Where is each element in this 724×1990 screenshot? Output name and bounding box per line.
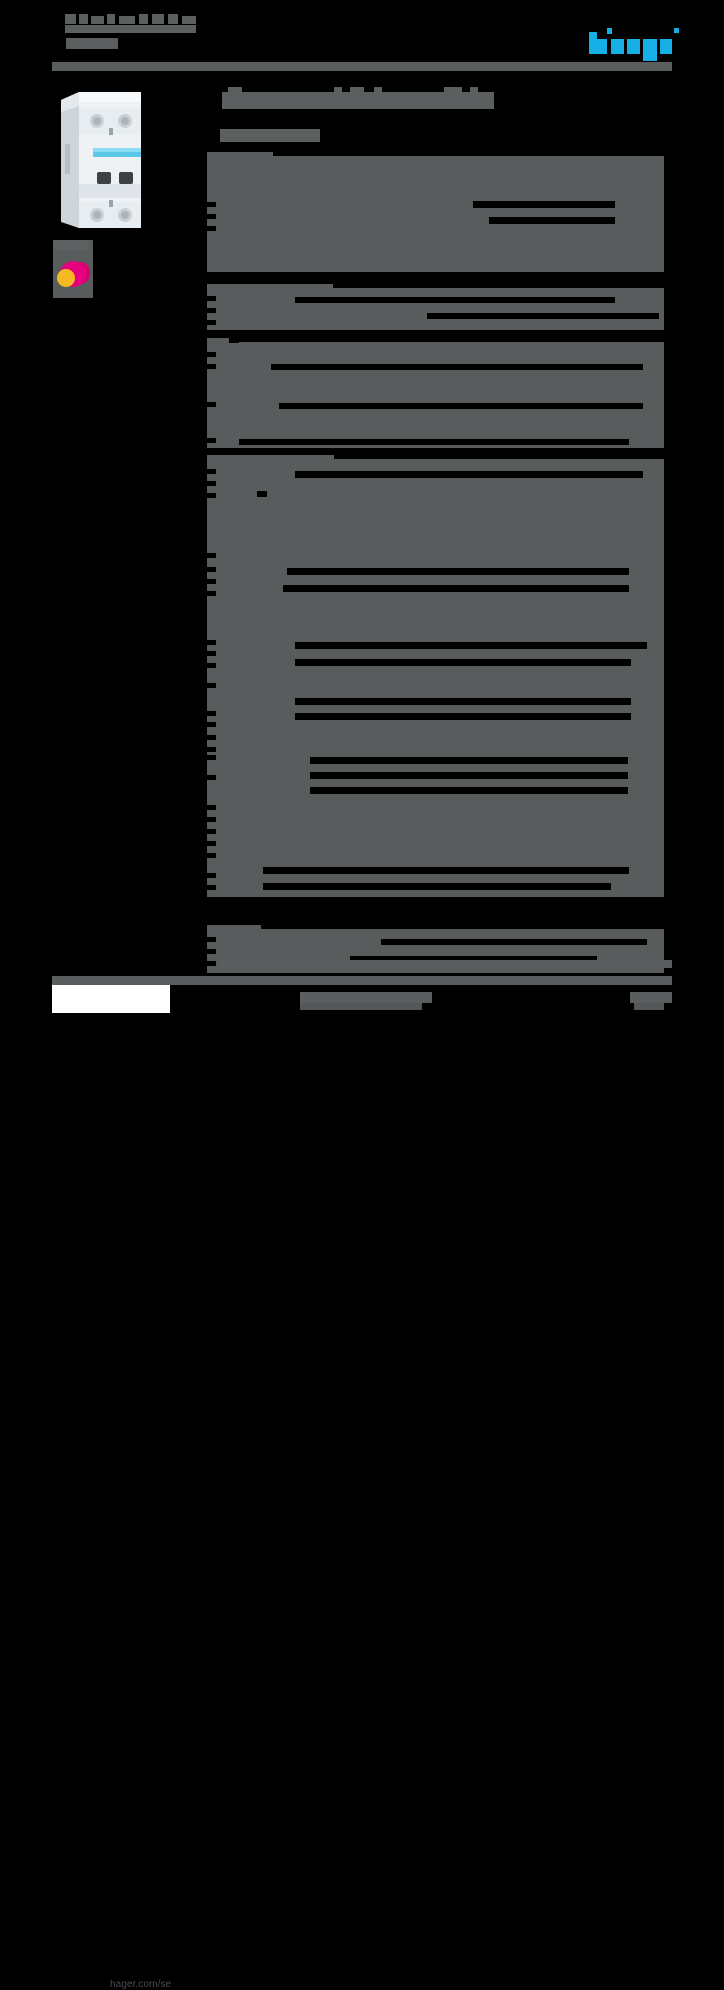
product-image <box>57 88 161 236</box>
spec-section-4 <box>207 455 664 897</box>
footer-center-text <box>300 992 432 1003</box>
footer-url-text[interactable]: hager.com/se <box>110 1979 172 1990</box>
footer-right-text-2 <box>634 1003 664 1010</box>
spec-section-2 <box>207 284 664 330</box>
hager-logo <box>589 28 679 61</box>
header-rule <box>52 62 672 71</box>
page-subtitle <box>220 129 320 142</box>
footer-rule <box>52 976 672 985</box>
footer-right-text <box>630 992 672 1003</box>
spec-section-1 <box>207 152 664 272</box>
registered-mark-icon <box>674 28 679 33</box>
header-title <box>65 14 200 36</box>
footer-url-box[interactable]: hager.com/se <box>52 985 171 1990</box>
footer-top-line <box>220 960 672 968</box>
pictogram-dot-icon <box>57 269 75 287</box>
header-subtitle <box>66 38 118 49</box>
page-title <box>222 87 494 109</box>
datasheet-page: hager.com/se <box>52 14 679 1990</box>
spec-section-3 <box>207 338 664 448</box>
footer-center-text-2 <box>300 1003 422 1010</box>
pictogram-caption-redaction <box>53 240 89 250</box>
